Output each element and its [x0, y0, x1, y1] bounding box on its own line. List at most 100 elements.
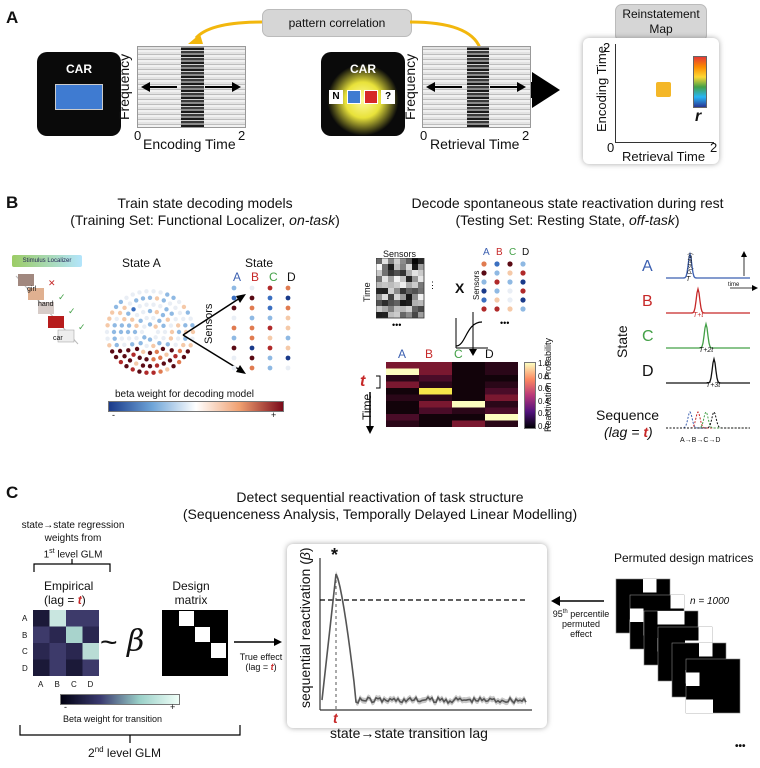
heat-col-a: A	[398, 347, 407, 361]
sensor-dot	[122, 305, 127, 311]
sensor-dot	[141, 349, 146, 355]
sensor-dot	[118, 359, 124, 365]
heat-cell	[419, 362, 452, 369]
sensor-dot	[147, 337, 153, 342]
sensor-dot	[147, 364, 153, 369]
weight-dot	[481, 270, 487, 276]
sensor-dot	[147, 308, 153, 314]
blue-rectangle	[55, 84, 103, 110]
weight-dot	[520, 279, 526, 285]
data-cell	[376, 264, 382, 270]
sensor-dot	[119, 336, 125, 341]
empirical-row-label: A	[22, 614, 28, 623]
left-title-1: Train state decoding models	[117, 195, 293, 211]
encoding-arrows	[141, 82, 241, 92]
right-title-2: (Testing Set: Resting State, off-task)	[455, 212, 680, 228]
data-cell	[388, 294, 394, 300]
data-cell	[382, 258, 388, 264]
weight-dot	[267, 365, 273, 371]
weight-dot	[285, 305, 291, 311]
data-cell	[376, 294, 382, 300]
heat-tick: 1.0	[538, 359, 550, 368]
heat-cell	[452, 420, 485, 427]
weight-dot	[267, 305, 273, 311]
sensor-dot	[107, 343, 112, 348]
true-effect-1: True effect	[239, 652, 283, 662]
data-cell	[382, 288, 388, 294]
heat-cell	[452, 414, 485, 421]
heat-cell	[485, 362, 518, 369]
data-cell	[418, 270, 424, 276]
sensor-dot	[130, 292, 135, 297]
sensor-dot	[118, 299, 124, 305]
data-cell	[406, 306, 412, 312]
empirical-label: Empirical	[44, 579, 94, 593]
weight-dot	[507, 279, 513, 285]
data-cell	[382, 276, 388, 282]
weight-dot	[481, 306, 487, 312]
data-cell	[394, 258, 400, 264]
data-cell	[388, 276, 394, 282]
svg-text:✓: ✓	[68, 306, 76, 316]
design-matrix	[162, 610, 228, 676]
weight-dot	[520, 306, 526, 312]
weight-dot	[481, 261, 487, 267]
sensor-dot	[160, 346, 166, 352]
data-cell	[394, 276, 400, 282]
transition-colorbar	[60, 694, 180, 705]
peak-label-2: T+2t	[699, 347, 714, 354]
data-cell	[382, 294, 388, 300]
weight-dot	[481, 297, 487, 303]
empirical-cell	[82, 626, 99, 643]
data-cell	[400, 294, 406, 300]
peak-label-1: T+t	[693, 312, 704, 319]
svg-text:✓: ✓	[58, 292, 66, 302]
sensor-dot	[175, 323, 181, 328]
weight-dot	[285, 365, 291, 371]
empirical-cell	[49, 643, 66, 660]
empirical-cell	[82, 643, 99, 660]
data-cell	[400, 270, 406, 276]
sensor-dot	[122, 353, 127, 359]
map-xtick-0: 0	[607, 140, 615, 155]
permuted-cell	[686, 699, 700, 713]
trace-label-c: C	[642, 328, 654, 345]
weight-dot	[285, 295, 291, 301]
permuted-cell	[671, 611, 685, 625]
sensor-dot	[151, 302, 156, 307]
sigmoid-icon	[455, 312, 488, 356]
weight-dot	[285, 345, 291, 351]
data-cell	[400, 312, 406, 318]
heat-cell	[419, 375, 452, 382]
data-cell	[388, 288, 394, 294]
sensor-dot	[137, 355, 142, 360]
mini-col-d: D	[522, 247, 530, 258]
permuted-cell	[699, 699, 713, 713]
empirical-row-label: B	[22, 630, 28, 640]
heat-cell	[452, 394, 485, 401]
data-cell	[418, 264, 424, 270]
data-cell	[388, 312, 394, 318]
empirical-row-label: C	[22, 647, 28, 656]
panel-c-letter: C	[6, 483, 19, 502]
sensor-dot	[190, 323, 195, 328]
sensor-dot	[117, 348, 123, 354]
choice-question: ?	[381, 90, 395, 104]
weight-dot	[481, 288, 487, 294]
heat-tick: 0.0	[538, 421, 550, 431]
sensor-dot	[131, 352, 136, 357]
empirical-col-label: C	[71, 680, 77, 689]
weight-dot	[249, 355, 255, 361]
data-cell	[388, 264, 394, 270]
map-retrieval-time: Retrieval Time	[622, 149, 706, 164]
encoding-stimulus-card: CAR	[37, 52, 121, 136]
sequence-trace	[666, 411, 750, 429]
empirical-cell	[66, 626, 83, 643]
sensor-dot	[171, 363, 176, 369]
sensor-dot	[169, 348, 174, 353]
sensor-dot	[151, 289, 156, 294]
weight-dot	[267, 325, 273, 331]
empirical-matrix	[33, 610, 99, 676]
permuted-arrow	[551, 596, 604, 606]
sensor-dot	[157, 340, 162, 346]
